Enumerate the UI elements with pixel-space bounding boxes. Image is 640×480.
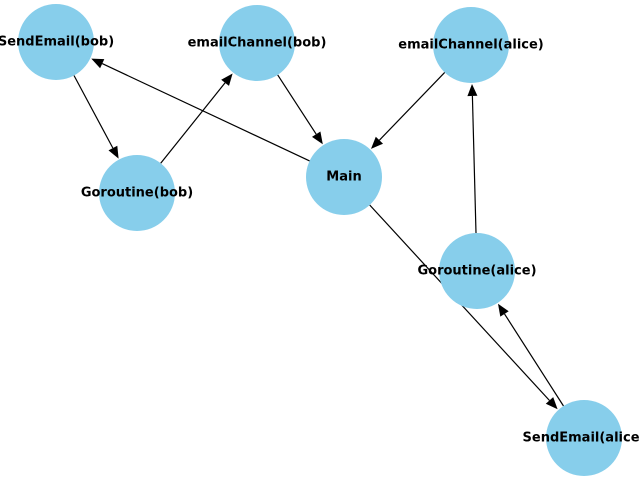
edge-line bbox=[160, 82, 226, 164]
node-send-alice: SendEmail(alice) bbox=[523, 400, 640, 476]
edge-line bbox=[378, 71, 446, 141]
edge-line bbox=[101, 63, 310, 162]
node-label: SendEmail(alice) bbox=[523, 431, 640, 446]
edge-chan_alice-to-main bbox=[371, 71, 446, 149]
node-circle bbox=[18, 4, 94, 80]
node-label: Goroutine(alice) bbox=[417, 264, 536, 279]
node-label: SendEmail(bob) bbox=[0, 35, 114, 50]
arrowhead bbox=[371, 136, 383, 149]
edge-send_alice-to-gor_alice bbox=[498, 303, 565, 407]
edge-line bbox=[471, 95, 477, 234]
nodes-layer: SendEmail(bob) emailChannel(bob) emailChan… bbox=[0, 4, 640, 476]
node-label: Main bbox=[326, 170, 361, 185]
edge-main-to-send_bob bbox=[91, 58, 310, 162]
arrowhead bbox=[467, 84, 478, 97]
arrowhead bbox=[545, 397, 558, 410]
node-gor-bob: Goroutine(bob) bbox=[81, 155, 193, 231]
edge-line bbox=[277, 74, 317, 135]
edge-send_bob-to-gor_bob bbox=[73, 75, 119, 159]
edge-chan_bob-to-main bbox=[277, 74, 323, 145]
node-circle bbox=[306, 139, 382, 215]
arrowhead bbox=[312, 131, 323, 145]
node-circle bbox=[439, 233, 515, 309]
node-main: Main bbox=[306, 139, 382, 215]
arrowhead bbox=[91, 58, 105, 69]
edge-gor_bob-to-chan_bob bbox=[160, 73, 233, 164]
node-gor-alice: Goroutine(alice) bbox=[417, 233, 537, 309]
edges-layer bbox=[73, 58, 565, 410]
arrowhead bbox=[498, 303, 509, 317]
arrowhead bbox=[108, 145, 119, 159]
node-chan-alice: emailChannel(alice) bbox=[398, 7, 544, 83]
node-label: emailChannel(alice) bbox=[398, 38, 544, 53]
node-circle bbox=[546, 400, 622, 476]
arrowhead bbox=[221, 73, 233, 86]
node-label: Goroutine(bob) bbox=[81, 186, 193, 201]
edge-line bbox=[73, 75, 114, 149]
edge-gor_alice-to-chan_alice bbox=[467, 84, 478, 234]
edge-line bbox=[503, 313, 565, 407]
node-label: emailChannel(bob) bbox=[188, 36, 327, 51]
node-chan-bob: emailChannel(bob) bbox=[188, 5, 327, 81]
node-send-bob: SendEmail(bob) bbox=[0, 4, 114, 80]
node-circle bbox=[219, 5, 295, 81]
node-circle bbox=[433, 7, 509, 83]
node-circle bbox=[99, 155, 175, 231]
